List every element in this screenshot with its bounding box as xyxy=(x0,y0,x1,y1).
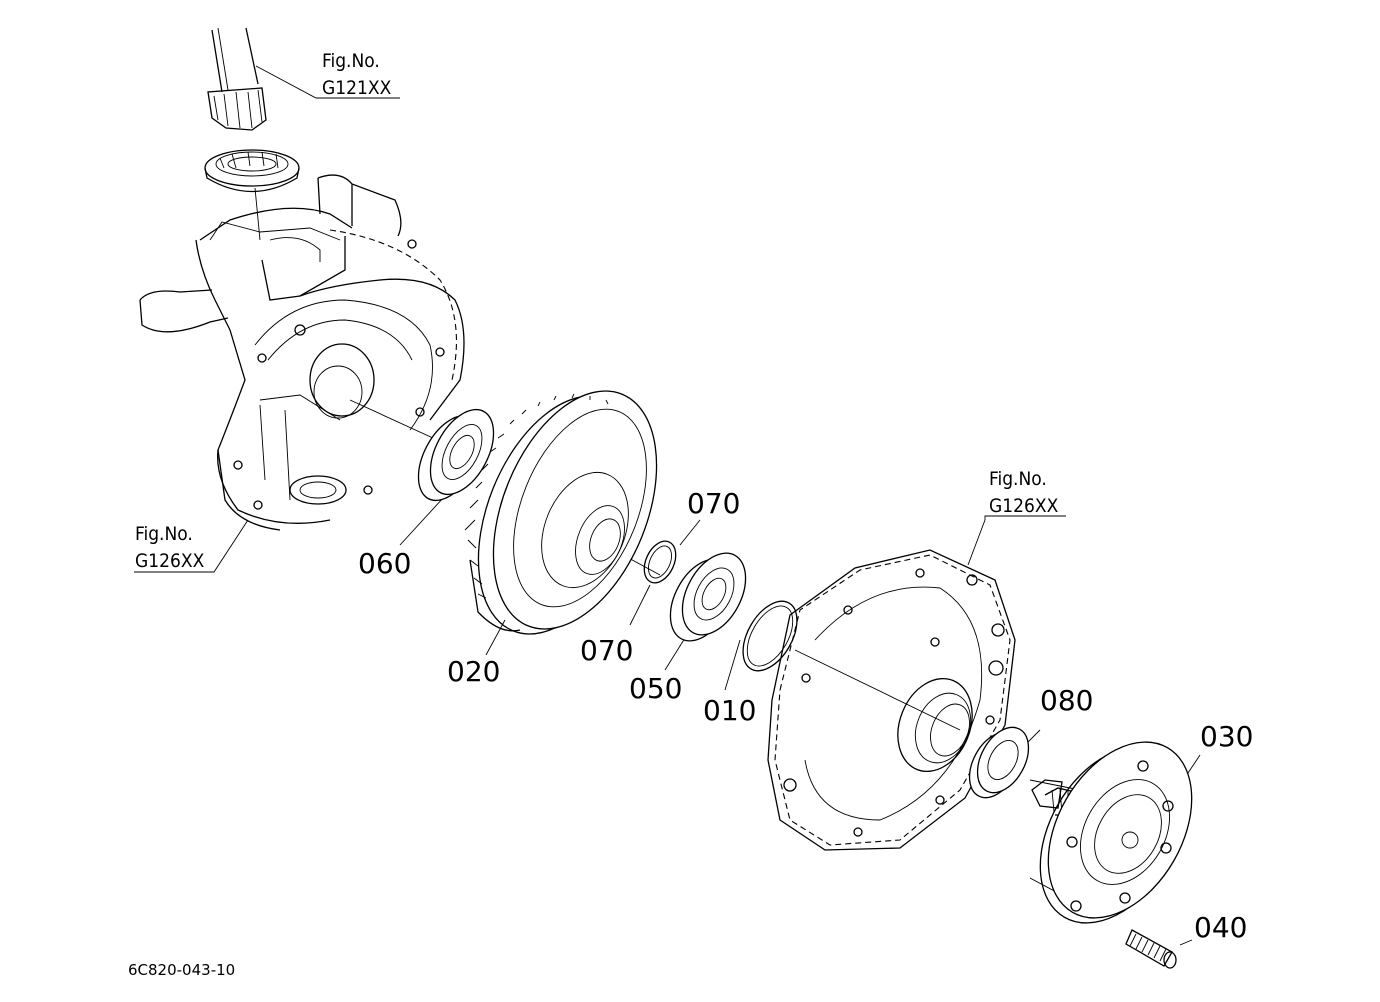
part-label-070-top: 070 xyxy=(687,487,740,520)
circlip-070 xyxy=(643,540,677,584)
ring-gear-020 xyxy=(464,390,658,635)
fig-ref-left-code: G126XX xyxy=(135,550,205,572)
part-label-050: 050 xyxy=(629,672,682,705)
axle-housing xyxy=(139,174,465,531)
fig-ref-left: Fig.No. G126XX xyxy=(135,523,205,572)
o-ring-010 xyxy=(742,600,798,672)
part-label-060: 060 xyxy=(358,547,411,580)
part-label-080: 080 xyxy=(1040,684,1093,717)
top-bearing xyxy=(204,149,300,193)
part-label-030: 030 xyxy=(1200,720,1253,753)
stud-bolt-040 xyxy=(1125,929,1177,969)
fig-ref-top: Fig.No. G121XX xyxy=(322,50,392,99)
fig-ref-top-code: G121XX xyxy=(322,77,392,99)
pinion-shaft xyxy=(207,27,267,131)
bearing-050 xyxy=(669,552,747,642)
part-label-040: 040 xyxy=(1194,911,1247,944)
fig-ref-left-fig: Fig.No. xyxy=(135,523,193,545)
part-label-010: 010 xyxy=(703,694,756,727)
diagram-code: 6C820-043-10 xyxy=(128,961,235,979)
part-label-020: 020 xyxy=(447,655,500,688)
bearing-060 xyxy=(417,408,495,502)
fig-ref-right-fig: Fig.No. xyxy=(989,468,1047,490)
fig-ref-right: Fig.No. G126XX xyxy=(989,468,1059,517)
cover-plate xyxy=(767,549,1016,851)
seal-080 xyxy=(968,726,1030,799)
fig-ref-right-code: G126XX xyxy=(989,495,1059,517)
fig-ref-top-fig: Fig.No. xyxy=(322,50,380,72)
axle-flange-030 xyxy=(1031,741,1193,924)
part-label-070-bottom: 070 xyxy=(580,634,633,667)
